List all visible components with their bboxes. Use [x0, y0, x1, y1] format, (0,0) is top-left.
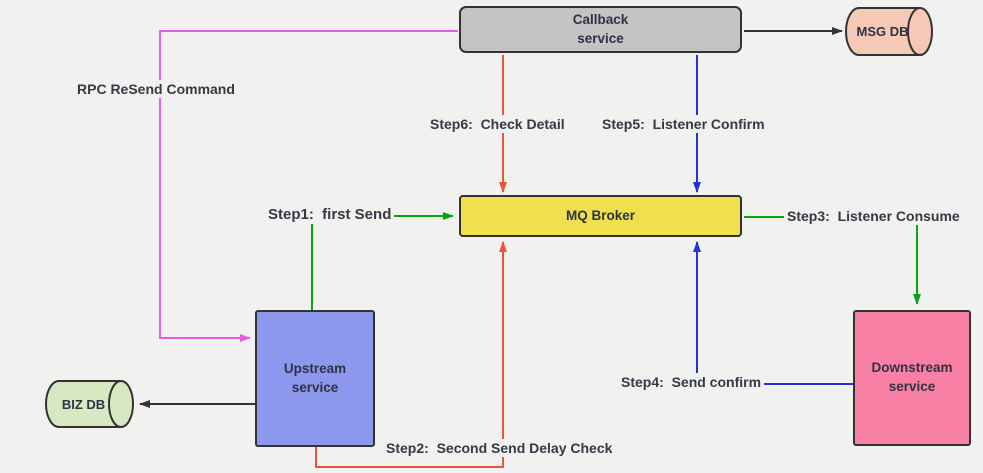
edge-label-step6: Step6: Check Detail [427, 115, 568, 133]
edge-step4-send-confirm [693, 241, 853, 385]
downstream-service-node: Downstream service [853, 310, 971, 446]
biz-db-node: BIZ DB [45, 380, 135, 428]
cylinder-icon [845, 7, 933, 56]
cylinder-icon [45, 380, 134, 428]
upstream-service-node: Upstream service [255, 310, 375, 447]
msg-db-node: MSG DB [845, 7, 933, 56]
callback-service-node: Callback service [459, 6, 742, 53]
edge-label-step4: Step4: Send confirm [618, 373, 765, 391]
biz-db-label: BIZ DB [61, 396, 106, 412]
edge-step2-second-send [315, 241, 507, 468]
edge-step3-listener-consume [744, 216, 921, 305]
edge-label-step3: Step3: Listener Consume [784, 207, 963, 225]
mq-broker-node: MQ Broker [459, 195, 742, 237]
edge-label-step5: Step5: Listener Confirm [599, 115, 768, 133]
msg-db-label: MSG DB [856, 24, 909, 39]
edge-label-step2: Step2: Second Send Delay Check [383, 439, 616, 457]
edge-label-step1: Step1: first Send [265, 205, 395, 224]
edge-step1-first-send [311, 212, 454, 310]
edge-rpc-resend-command [159, 30, 458, 342]
edge-label-rpc-resend: RPC ReSend Command [74, 80, 238, 98]
